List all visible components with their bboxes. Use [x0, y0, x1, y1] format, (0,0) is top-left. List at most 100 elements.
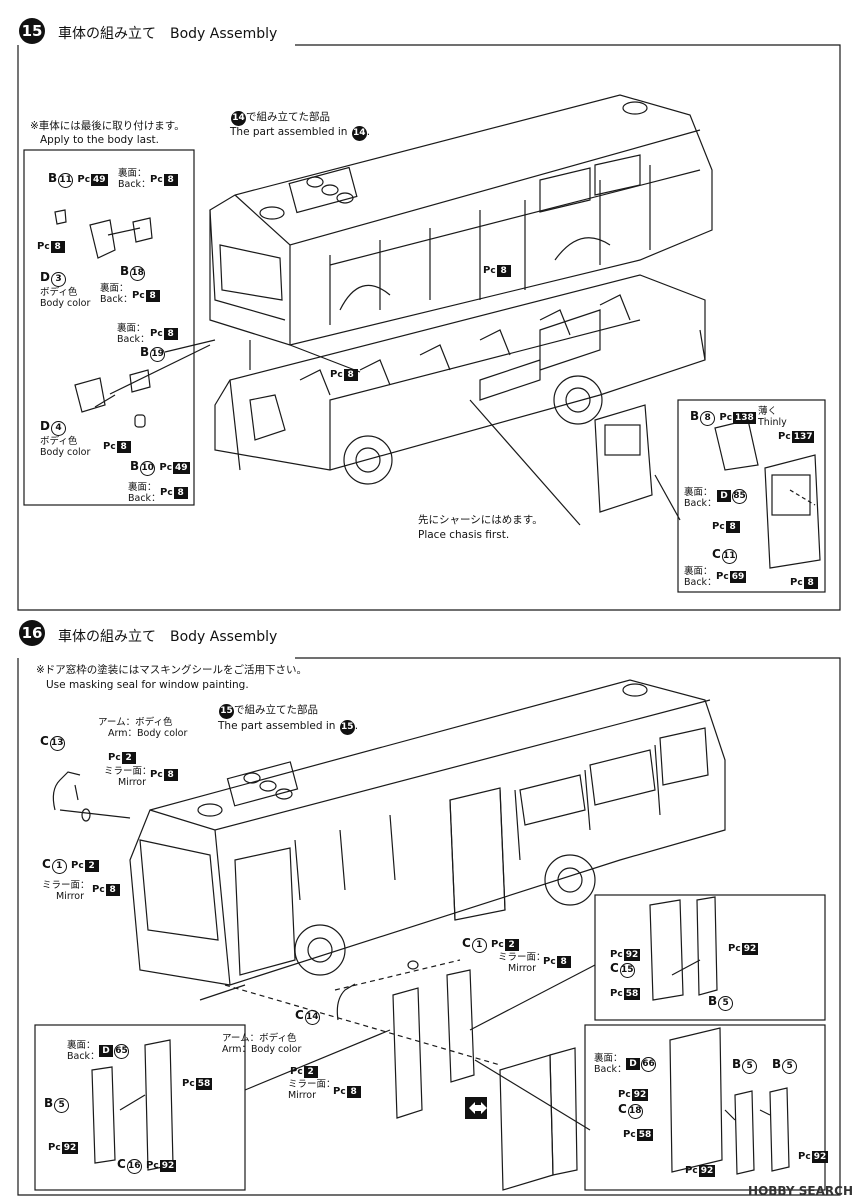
- step15-left-inset: [23, 149, 195, 506]
- mirror-label-b: ミラー面：Mirror: [42, 880, 90, 902]
- step15-right-inset: [677, 399, 826, 593]
- door-left-16: [392, 987, 423, 1119]
- b10-back-label: 裏面：Back：: [128, 482, 161, 504]
- step16-note-en: Use masking seal for window painting.: [46, 679, 249, 691]
- step-ref-icon: 15: [219, 704, 234, 719]
- chassis-note-jp: 先にシャーシにはめます。: [418, 514, 543, 526]
- step-ref-icon: 14: [351, 126, 367, 141]
- step15-assembled-en: The part assembled in 14.: [230, 126, 370, 141]
- step16-left-inset: [34, 1024, 246, 1191]
- step-ref-icon: 14: [231, 111, 246, 126]
- mirror-label-a: ミラー面：Mirror: [104, 766, 152, 788]
- step15-title: 車体の組み立て Body Assembly: [58, 26, 278, 42]
- step15-assembled-jp: 14で組み立てた部品: [230, 111, 330, 126]
- br-inset-back-label: 裏面：Back：: [594, 1053, 627, 1075]
- chassis-15: [214, 274, 706, 485]
- step16-frame: [17, 657, 841, 1196]
- step16-title: 車体の組み立て Body Assembly: [58, 629, 278, 645]
- swap-arrow-icon: [465, 1097, 487, 1119]
- c11-back-label: 裏面：Back：: [684, 566, 717, 588]
- step15-frame: [17, 44, 841, 611]
- mirror-label-c: ミラー面：Mirror: [498, 952, 546, 974]
- step16-assembled-en: The part assembled in 15.: [218, 720, 358, 735]
- watermark: HOBBY SEARCH: [748, 1184, 853, 1198]
- step16-note-jp: ※ドア窓枠の塗装にはマスキングシールをご活用下さい。: [36, 664, 307, 676]
- step16-assembled-jp: 15で組み立てた部品: [218, 704, 318, 719]
- step15-note-en: Apply to the body last.: [40, 134, 160, 146]
- door-part-15: [594, 404, 653, 513]
- step15-note-jp: ※車体には最後に取り付けます。: [30, 120, 185, 132]
- left-inset-back-label: 裏面：Back：: [67, 1040, 100, 1062]
- mirror-label-d: ミラー面：Mirror: [288, 1079, 336, 1101]
- step-number-15: 15: [19, 18, 45, 44]
- step-number-16: 16: [19, 620, 45, 646]
- b11-back-label: 裏面：Back：: [118, 168, 151, 190]
- door-right-16: [446, 969, 475, 1083]
- b18-back-label: 裏面：Back：: [100, 283, 133, 305]
- step-ref-icon: 15: [339, 720, 355, 735]
- chassis-note-en: Place chasis first.: [418, 529, 510, 541]
- bus-body-16: [129, 679, 726, 986]
- inset-back-label: 裏面：Back：: [684, 487, 717, 509]
- bus-body-upper-15: [209, 94, 713, 346]
- back2-label: 裏面：Back：: [117, 323, 150, 345]
- step16-bottom-right-inset: [584, 1024, 826, 1191]
- step16-top-right-inset: [594, 894, 826, 1021]
